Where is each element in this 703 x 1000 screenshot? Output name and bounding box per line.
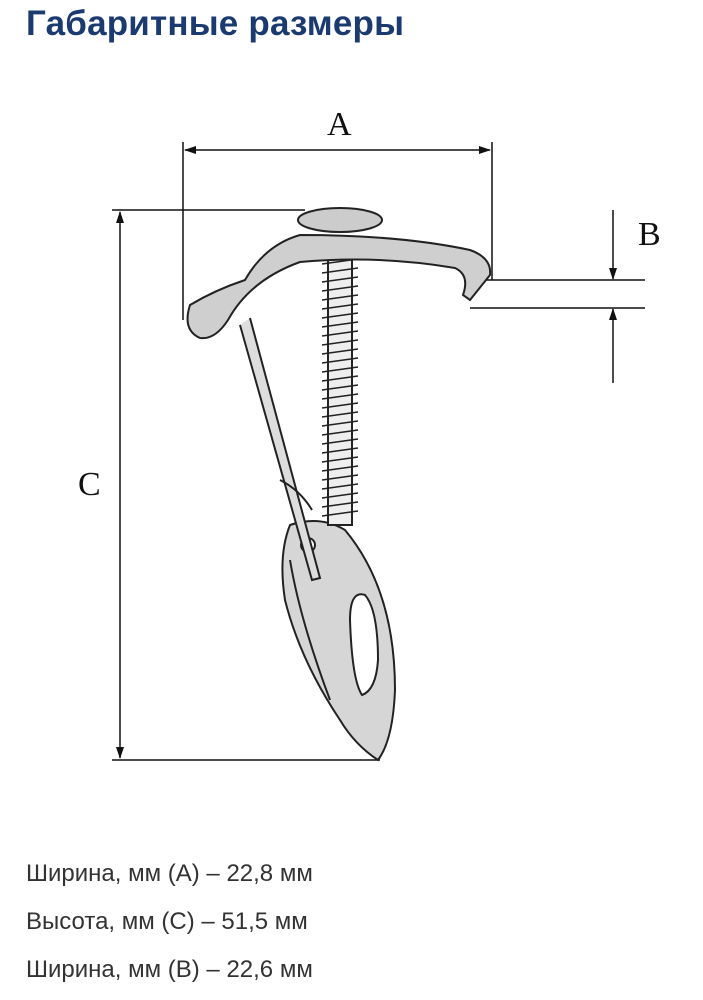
- screw-thread: [321, 357, 359, 364]
- screw-thread: [321, 375, 359, 382]
- screw-thread: [321, 510, 359, 517]
- screw-thread: [321, 285, 359, 292]
- specs-list: Ширина, мм (А) – 22,8 мм Высота, мм (С) …: [26, 850, 313, 994]
- screw-thread: [321, 348, 359, 355]
- screw-thread: [321, 402, 359, 409]
- screw-thread: [321, 474, 359, 481]
- clip-fastener: [186, 207, 492, 762]
- screw-thread: [321, 483, 359, 490]
- screw-thread: [321, 438, 359, 445]
- screw-thread: [321, 330, 359, 337]
- screw-thread: [321, 492, 359, 499]
- label-c: C: [78, 466, 101, 503]
- screw-thread: [321, 456, 359, 463]
- spec-width-b: Ширина, мм (В) – 22,6 мм: [26, 956, 313, 983]
- screw-thread: [321, 501, 359, 508]
- screw-thread: [321, 312, 359, 319]
- screw-thread: [321, 321, 359, 328]
- screw-thread: [321, 366, 359, 373]
- screw-thread: [321, 420, 359, 427]
- screw-thread: [321, 384, 359, 391]
- screw-thread: [321, 294, 359, 301]
- spec-height-c: Высота, мм (С) – 51,5 мм: [26, 908, 308, 935]
- screw-thread: [321, 267, 359, 274]
- dimension-drawing: A B C: [78, 106, 661, 762]
- screw-thread: [321, 393, 359, 400]
- screw-thread: [321, 447, 359, 454]
- page-title: Габаритные размеры: [26, 4, 405, 43]
- spec-width-a: Ширина, мм (А) – 22,8 мм: [26, 860, 313, 887]
- screw-thread: [321, 429, 359, 436]
- screw-thread: [321, 465, 359, 472]
- screw-thread: [321, 276, 359, 283]
- label-a: A: [327, 106, 352, 143]
- screw-thread: [321, 339, 359, 346]
- label-b: B: [638, 216, 661, 253]
- screw-thread: [321, 411, 359, 418]
- screw-thread: [321, 303, 359, 310]
